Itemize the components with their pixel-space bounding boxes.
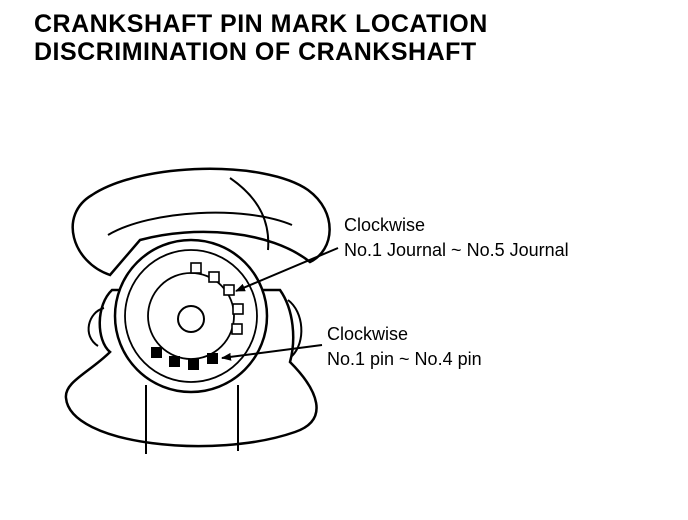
pin-mark-3 (188, 359, 199, 370)
journal-range-label: No.1 Journal ~ No.5 Journal (344, 240, 569, 260)
crankshaft-web-crease (229, 177, 270, 251)
pin-range-label: No.1 pin ~ No.4 pin (327, 349, 482, 369)
journal-leader-arrow (235, 247, 339, 292)
journal-mark-4 (232, 303, 244, 315)
crankshaft-web-outline (71, 167, 331, 277)
crank-block-right-shoulder (287, 299, 303, 357)
journal-marks (190, 262, 244, 335)
crank-center-hole (177, 305, 205, 333)
journal-mark-1 (190, 262, 202, 274)
pin-mark-2 (169, 356, 180, 367)
crank-block-left-shoulder (87, 307, 105, 347)
crank-boss-middle-ring (124, 249, 258, 383)
journal-mark-3 (223, 284, 235, 296)
crankshaft-web-inner-edge (107, 211, 293, 236)
journal-direction-label: Clockwise (344, 215, 426, 235)
pin-marks (151, 347, 218, 370)
journal-mark-5 (231, 323, 243, 335)
journal-mark-2 (208, 271, 220, 283)
pin-leader-arrow (221, 344, 323, 361)
pin-direction-label: Clockwise (327, 324, 409, 344)
pin-mark-1 (151, 347, 162, 358)
pin-mark-4 (207, 353, 218, 364)
diagram-title-line-1: CRANKSHAFT PIN MARK LOCATION (34, 10, 488, 38)
diagram-title-line-2: DISCRIMINATION OF CRANKSHAFT (34, 38, 477, 66)
